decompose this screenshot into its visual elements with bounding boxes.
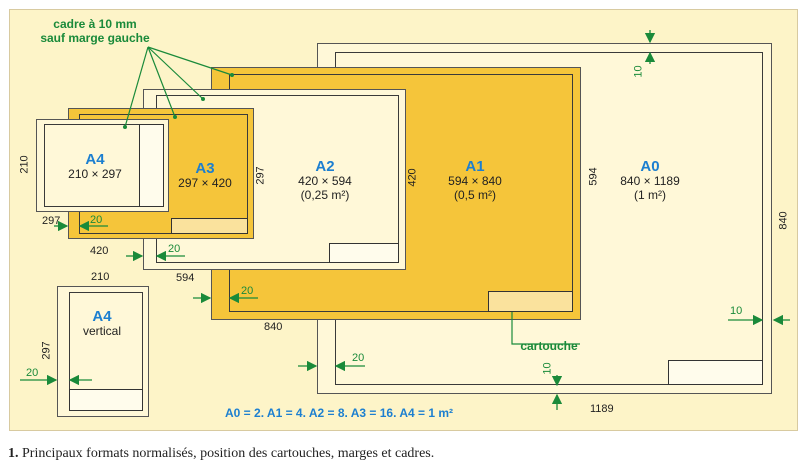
format-name-a2: A2 (315, 158, 335, 175)
margin-20-a2: 20 (241, 285, 254, 297)
figure-caption: 1. Principaux formats normalisés, positi… (8, 446, 434, 462)
format-name-a0: A0 (640, 158, 660, 175)
dim-297-a4-vertical: 297 (40, 341, 53, 360)
cartouche-a3 (171, 218, 248, 234)
dim-210-a4: 210 (18, 155, 31, 174)
margin-20-a3: 20 (168, 243, 181, 255)
format-sub-a4-vertical: vertical (82, 324, 121, 339)
caption-text: Principaux formats normalisés, position … (18, 446, 435, 461)
cartouche-callout-label: cartouche (520, 339, 578, 353)
dim-840-a0: 840 (777, 211, 790, 230)
margin-20-a4-vertical: 20 (26, 367, 39, 379)
format-dims-a1: 594 × 840 (448, 174, 502, 189)
margin-10-right: 10 (730, 305, 743, 317)
dim-594-a2: 594 (176, 272, 195, 284)
format-name-a3: A3 (195, 160, 215, 177)
format-area-a0: (1 m²) (634, 188, 666, 203)
format-dims-a2: 420 × 594 (298, 174, 352, 189)
cartouche-callout: cartouche (514, 339, 584, 354)
format-name-a4-vertical: A4 (92, 308, 112, 325)
cartouche-a4 (139, 124, 164, 207)
label-a0: A0 840 × 1189 (1 m²) (600, 158, 700, 203)
cadre-callout-line1: cadre à 10 mm (53, 17, 137, 31)
dim-840-a1: 840 (264, 321, 283, 333)
cadre-callout-line2: sauf marge gauche (40, 30, 150, 45)
caption-number: 1. (8, 446, 19, 461)
cartouche-a1 (488, 291, 573, 312)
margin-20-a1: 20 (352, 352, 365, 364)
dim-297-a3: 297 (254, 166, 267, 185)
format-area-a1: (0,5 m²) (454, 188, 496, 203)
cadre-callout: cadre à 10 mm sauf marge gauche (30, 17, 160, 46)
margin-10-bottom: 10 (541, 362, 554, 375)
format-dims-a4: 210 × 297 (68, 167, 122, 182)
label-a1: A1 594 × 840 (0,5 m²) (425, 158, 525, 203)
cartouche-a0 (668, 360, 763, 385)
cartouche-a4-vertical (69, 389, 143, 411)
cadre-callout-lines (124, 46, 233, 128)
format-area-a2: (0,25 m²) (300, 188, 350, 203)
margin-10-top: 10 (632, 65, 645, 78)
area-formula: A0 = 2. A1 = 4. A2 = 8. A3 = 16. A4 = 1 … (225, 406, 454, 420)
label-a4-vertical: A4 vertical (62, 308, 142, 339)
format-dims-a3: 297 × 420 (178, 176, 232, 191)
cartouche-callout-line (511, 312, 580, 345)
label-a2: A2 420 × 594 (0,25 m²) (275, 158, 375, 203)
format-name-a1: A1 (465, 158, 485, 175)
dim-1189: 1189 (590, 403, 614, 415)
cartouche-a2 (329, 243, 399, 263)
dim-594-a1: 594 (587, 167, 600, 186)
dim-420-a2: 420 (406, 168, 419, 187)
label-a3: A3 297 × 420 (165, 160, 245, 191)
label-a4: A4 210 × 297 (55, 151, 135, 182)
dim-210-a4-vertical: 210 (91, 271, 110, 283)
dim-420-a3: 420 (90, 245, 109, 257)
format-name-a4: A4 (85, 151, 105, 168)
dim-297-a4: 297 (42, 215, 61, 227)
format-dims-a0: 840 × 1189 (620, 174, 680, 189)
margin-20-a4: 20 (90, 214, 103, 226)
